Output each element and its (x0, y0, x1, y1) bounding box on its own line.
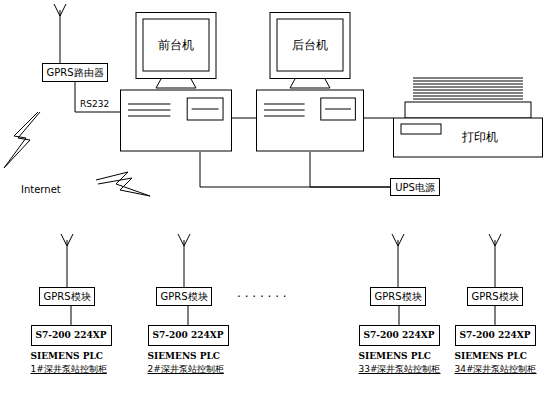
module-box: GPRS模块 (370, 287, 426, 306)
connector (310, 152, 390, 187)
box-label: GPRS模块 (374, 291, 421, 302)
module-box: UPS电源 (390, 178, 440, 196)
connector (399, 306, 400, 325)
computer-case (257, 90, 364, 151)
plc-box: S7-200 224XP (148, 325, 229, 346)
case-vent (128, 116, 170, 117)
box-label: GPRS模块 (43, 291, 90, 302)
box-label: GPRS模块 (471, 291, 518, 302)
antenna (392, 234, 404, 246)
station-name: 34#深井泵站控制柜 (455, 365, 539, 375)
plc-cabinet: S7-200 224XP SIEMENS PLC 34#深井泵站控制柜 (455, 325, 539, 375)
printer-body (394, 118, 543, 157)
computer-outline (120, 12, 232, 152)
printer-panel (401, 124, 441, 134)
paper-stack (413, 93, 523, 94)
connector (232, 118, 256, 119)
monitor (136, 13, 216, 79)
connector (75, 82, 120, 112)
paper-stack (413, 90, 523, 91)
case-vent (264, 116, 305, 117)
plc-cabinet: S7-200 224XP SIEMENS PLC 33#深井泵站控制柜 (359, 325, 443, 375)
plc-model: S7-200 224XP (460, 331, 531, 341)
edge-label: RS232 (79, 99, 110, 109)
device-label: 打印机 (462, 131, 498, 144)
computer-case (121, 90, 232, 151)
monitor-screen (277, 19, 343, 71)
lightning-bolt (96, 172, 150, 196)
device-label: 前台机 (158, 39, 194, 52)
connector (188, 306, 189, 325)
monitor-screen (143, 19, 209, 71)
drive-bay (187, 98, 223, 120)
printer-outline (393, 76, 543, 158)
ellipsis-dots: · · · · · · · (236, 290, 288, 304)
computer: 后台机 (256, 12, 364, 152)
station-name: 1#深井泵站控制柜 (31, 365, 114, 375)
connector (495, 306, 496, 325)
antenna (54, 4, 66, 16)
plc-box: S7-200 224XP (359, 325, 440, 346)
module-box: GPRS模块 (467, 287, 523, 306)
plc-brand: SIEMENS PLC (359, 352, 443, 362)
connector (364, 118, 393, 119)
station-name: 2#深井泵站控制柜 (148, 365, 231, 375)
paper-stack (413, 99, 523, 100)
plc-model: S7-200 224XP (36, 331, 107, 341)
case-vent (128, 104, 170, 105)
paper-stack (413, 81, 523, 82)
antenna (489, 234, 501, 246)
plc-box: S7-200 224XP (455, 325, 536, 346)
paper-stack (413, 84, 523, 85)
case-vent (128, 110, 170, 111)
paper-stack (413, 96, 523, 97)
module-box: GPRS模块 (39, 287, 95, 306)
box-label: GPRS路由器 (46, 67, 103, 78)
module-box: GPRS路由器 (42, 63, 108, 82)
case-vent (264, 104, 305, 105)
computer-outline (256, 12, 364, 152)
lightning-bolt (4, 112, 40, 168)
case-vent (264, 110, 305, 111)
drive-bay (321, 98, 356, 120)
connector (200, 152, 390, 187)
paper-stack (413, 87, 523, 88)
network-label: Internet (20, 184, 62, 195)
printer-top (405, 102, 531, 118)
plc-box: S7-200 224XP (31, 325, 112, 346)
antenna (178, 234, 190, 246)
plc-brand: SIEMENS PLC (31, 352, 114, 362)
plc-model: S7-200 224XP (364, 331, 435, 341)
drive-slot (325, 109, 351, 110)
plc-model: S7-200 224XP (153, 331, 224, 341)
connector (71, 306, 72, 325)
device-label: 后台机 (292, 39, 328, 52)
box-label: GPRS模块 (160, 291, 207, 302)
box-label: UPS电源 (395, 182, 435, 193)
station-name: 33#深井泵站控制柜 (359, 365, 443, 375)
antenna (60, 10, 61, 63)
computer: 前台机 (120, 12, 232, 152)
monitor-stand (290, 79, 330, 88)
module-box: GPRS模块 (156, 287, 212, 306)
monitor (270, 13, 350, 79)
antenna (61, 234, 73, 246)
plc-cabinet: S7-200 224XP SIEMENS PLC 2#深井泵站控制柜 (148, 325, 231, 375)
plc-brand: SIEMENS PLC (148, 352, 231, 362)
paper-stack (413, 78, 523, 79)
printer: 打印机 (393, 76, 543, 158)
monitor-stand (156, 79, 196, 88)
drive-slot (192, 109, 219, 110)
plc-brand: SIEMENS PLC (455, 352, 539, 362)
plc-cabinet: S7-200 224XP SIEMENS PLC 1#深井泵站控制柜 (31, 325, 114, 375)
